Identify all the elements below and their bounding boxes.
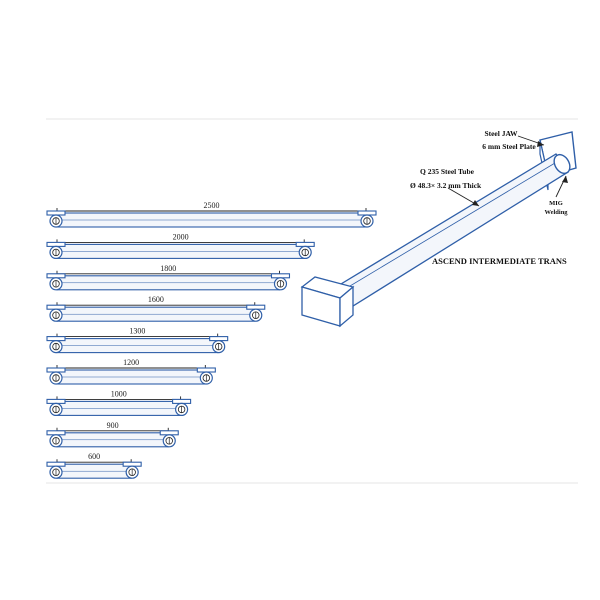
clamp-top-plate [172,398,192,404]
plate-label: 6 mm Steel Plate [482,142,536,151]
wedge-clamp-icon [46,304,66,322]
transom-row: 900 [46,421,179,448]
transom-row: 1200 [46,358,216,385]
clamp-top-plate [46,398,66,404]
wedge-clamp-icon [196,367,216,385]
clamp-top-plate [46,273,66,279]
wedge-clamp-icon [46,398,66,416]
weld-leader-arrow [562,176,568,183]
wedge-clamp-icon [209,336,229,354]
wedge-clamp-icon [46,430,66,448]
transom-length-label: 2000 [173,232,189,241]
clamp-top-plate [46,210,66,216]
clamp-top-plate [46,304,66,310]
transom-row: 2500 [46,201,377,228]
clamp-top-plate [46,241,66,247]
transom-length-label: 600 [88,452,100,461]
clamp-top-plate [159,430,179,436]
iso-tube-highlight [339,159,561,293]
jaw-label: Steel JAW [484,129,518,138]
weld-label-2: Welding [544,209,568,216]
clamp-top-plate [209,336,229,342]
transom-length-label: 1600 [148,295,164,304]
wedge-clamp-icon [159,430,179,448]
clamp-top-plate [196,367,216,373]
left-jaw-side [339,285,354,328]
wedge-clamp-icon [46,367,66,385]
wedge-clamp-icon [46,210,66,228]
tube-size-label: Ø 48.3× 3.2 mm Thick [410,181,482,190]
transom-row: 1600 [46,295,266,322]
transom-length-label: 900 [107,421,119,430]
iso-transom-view [300,131,577,328]
clamp-top-plate [295,241,315,247]
transom-length-label: 2500 [204,201,220,210]
clamp-top-plate [46,430,66,436]
transom-row: 2000 [46,232,315,259]
transom-row: 1800 [46,264,291,291]
product-title: ASCEND INTERMEDIATE TRANS [432,256,567,266]
clamp-top-plate [246,304,266,310]
tube-grade-label: Q 235 Steel Tube [420,167,475,176]
clamp-top-plate [46,367,66,373]
transom-row: 600 [46,452,142,479]
transom-length-label: 1300 [129,327,145,336]
transom-list: 2500 2000 1800 1600 1300 1200 1000 900 600 [46,201,377,479]
clamp-top-plate [46,461,66,467]
wedge-clamp-icon [246,304,266,322]
wedge-clamp-icon [122,461,142,479]
wedge-clamp-icon [46,336,66,354]
iso-tube [334,153,569,307]
wedge-clamp-icon [270,273,291,291]
tube-leader-arrow [472,200,479,206]
wedge-clamp-icon [295,241,315,259]
wedge-clamp-icon [172,398,192,416]
clamp-top-plate [357,210,377,216]
clamp-top-plate [122,461,142,467]
clamp-top-plate [270,273,291,279]
transom-row: 1000 [46,389,192,416]
wedge-clamp-icon [46,273,66,291]
weld-label: MIG [549,200,563,207]
wedge-clamp-icon [46,241,66,259]
wedge-clamp-icon [357,210,377,228]
clamp-top-plate [46,336,66,342]
transom-length-label: 1800 [160,264,176,273]
iso-tube-end [553,153,571,175]
jaw-leader-arrow [537,141,544,147]
wedge-clamp-icon [46,461,66,479]
transom-length-label: 1000 [111,389,127,398]
transom-row: 1300 [46,327,229,354]
transom-length-label: 1200 [123,358,139,367]
